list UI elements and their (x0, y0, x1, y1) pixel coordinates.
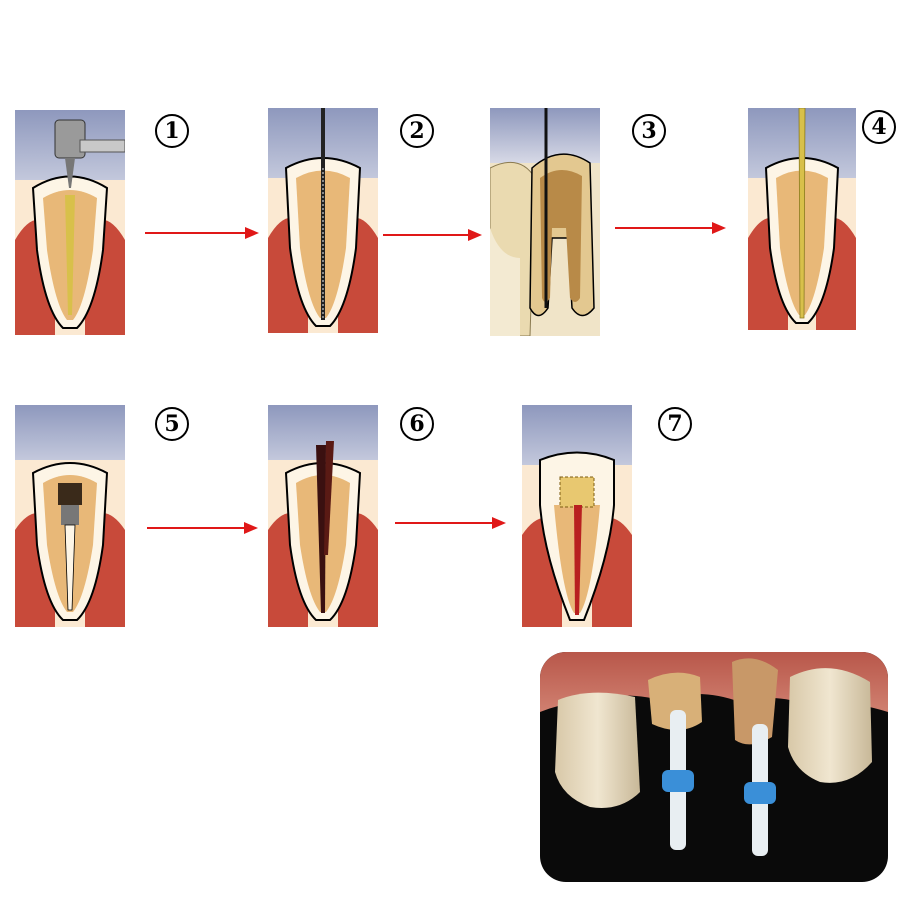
step-number-5: 5 (155, 407, 189, 441)
tooth-diagram-2 (268, 108, 378, 333)
panel-step-3 (489, 108, 600, 337)
step-number-7: 7 (658, 407, 692, 441)
panel-step-5 (15, 405, 125, 627)
tooth-diagram-1 (15, 110, 126, 335)
panel-step-4 (748, 107, 856, 330)
arrow-2-to-3 (383, 229, 482, 241)
step-number-1: 1 (155, 114, 189, 148)
tooth-diagram-4 (748, 107, 856, 330)
panel-step-6 (268, 405, 378, 627)
panel-step-2 (268, 108, 378, 333)
step-number-3: 3 (632, 114, 666, 148)
arrow-3-to-4 (615, 222, 726, 234)
clinical-photo-drawing (540, 652, 888, 882)
right-incisor (788, 668, 872, 783)
left-incisor (555, 692, 640, 808)
prepared-tooth-left (648, 672, 702, 731)
arrow-1-to-2 (145, 227, 259, 239)
tooth-diagram-5 (15, 405, 125, 627)
tooth-diagram-6 (268, 405, 378, 627)
clinical-photo (540, 652, 888, 882)
post-marker-band-right (744, 782, 776, 804)
prepared-tooth-right (732, 658, 778, 745)
post-marker-band-left (662, 770, 694, 792)
arrow-6-to-7 (395, 517, 506, 529)
step-number-6: 6 (400, 407, 434, 441)
panel-step-7 (522, 405, 632, 627)
tooth-diagram-3 (489, 108, 600, 337)
step-number-2: 2 (400, 114, 434, 148)
arrow-5-to-6 (147, 522, 258, 534)
tooth-diagram-7 (522, 405, 632, 627)
panel-step-1 (15, 110, 126, 335)
step-number-4: 4 (862, 110, 896, 144)
